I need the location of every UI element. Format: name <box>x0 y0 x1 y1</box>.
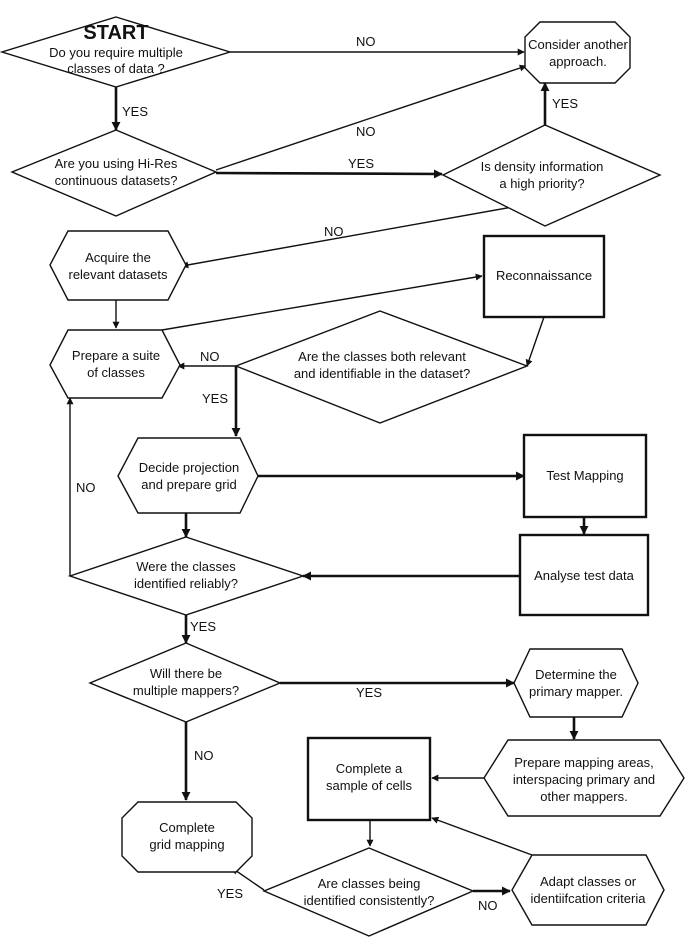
reliable-decision: Were the classes identified reliably? <box>67 536 306 616</box>
areas-line-1: Prepare mapping areas, <box>514 755 653 770</box>
acquire-line-2: relevant datasets <box>68 267 168 282</box>
density-line-2: a high priority? <box>499 176 584 191</box>
label-hires-yes: YES <box>348 156 374 171</box>
label-relevant-no: NO <box>200 349 220 364</box>
analyse-label: Analyse test data <box>534 568 634 583</box>
start-line-1: Do you require multiple <box>49 45 183 60</box>
grid-node: Complete grid mapping <box>121 801 253 873</box>
multiple-decision: Will there be multiple mappers? <box>88 642 282 723</box>
hires-line-1: Are you using Hi-Res <box>55 156 178 171</box>
relevant-line-2: and identifiable in the dataset? <box>294 366 470 381</box>
adapt-node: Adapt classes or identiifcation criteria <box>511 854 665 926</box>
grid-line-2: grid mapping <box>149 837 224 852</box>
areas-line-2: interspacing primary and <box>513 772 655 787</box>
recon-node: Reconnaissance <box>482 234 606 319</box>
sample-line-2: sample of cells <box>326 778 412 793</box>
edge-hires-to-density <box>215 169 443 179</box>
projection-line-1: Decide projection <box>139 460 239 475</box>
nodes: START Do you require multiple classes of… <box>0 16 685 937</box>
primary-node: Determine the primary mapper. <box>513 648 639 718</box>
label-multiple-yes: YES <box>356 685 382 700</box>
label-start-no: NO <box>356 34 376 49</box>
start-line-2: classes of data ? <box>67 61 165 76</box>
label-relevant-yes: YES <box>202 391 228 406</box>
adapt-line-2: identiifcation criteria <box>531 891 647 906</box>
multiple-line-2: multiple mappers? <box>133 683 239 698</box>
label-reliable-yes: YES <box>190 619 216 634</box>
edge-labels: NO YES NO YES NO YES NO YES NO YES YES N… <box>76 34 578 913</box>
label-multiple-no: NO <box>194 748 214 763</box>
edge-density-to-acquire <box>181 200 547 269</box>
density-decision: Is density information a high priority? <box>441 124 662 227</box>
start-decision: START Do you require multiple classes of… <box>0 16 233 88</box>
edge-adapt-to-sample <box>431 816 533 856</box>
edge-suite-to-recon <box>161 273 483 331</box>
edge-consistent-to-grid <box>231 867 265 891</box>
projection-node: Decide projection and prepare grid <box>117 437 259 514</box>
suite-line-2: of classes <box>87 365 145 380</box>
label-density-no: NO <box>324 224 344 239</box>
consistent-decision: Are classes being identified consistentl… <box>262 847 475 937</box>
sample-line-1: Complete a <box>336 761 403 776</box>
testmap-node: Test Mapping <box>522 433 648 519</box>
consider-node: Consider another approach. <box>524 21 631 84</box>
sample-node: Complete a sample of cells <box>306 736 432 822</box>
acquire-line-1: Acquire the <box>85 250 151 265</box>
grid-line-1: Complete <box>159 820 215 835</box>
acquire-node: Acquire the relevant datasets <box>49 230 187 301</box>
label-reliable-no: NO <box>76 480 96 495</box>
start-title: START <box>83 22 148 44</box>
edge-hires-to-consider <box>215 64 527 171</box>
label-consistent-yes: YES <box>217 886 243 901</box>
reliable-line-1: Were the classes <box>136 559 236 574</box>
areas-line-3: other mappers. <box>540 789 627 804</box>
relevant-line-1: Are the classes both relevant <box>298 349 466 364</box>
consistent-line-2: identified consistently? <box>304 893 435 908</box>
consistent-line-1: Are classes being <box>318 876 421 891</box>
suite-line-1: Prepare a suite <box>72 348 160 363</box>
multiple-line-1: Will there be <box>150 666 222 681</box>
consider-line-1: Consider another <box>528 37 628 52</box>
edge-recon-to-relevant <box>525 316 545 367</box>
label-start-yes: YES <box>122 104 148 119</box>
relevant-decision: Are the classes both relevant and identi… <box>234 310 529 424</box>
label-consistent-no: NO <box>478 898 498 913</box>
hires-line-2: continuous datasets? <box>55 173 178 188</box>
primary-line-1: Determine the <box>535 667 617 682</box>
density-line-1: Is density information <box>481 159 604 174</box>
analyse-node: Analyse test data <box>518 533 650 617</box>
hires-decision: Are you using Hi-Res continuous datasets… <box>10 129 218 217</box>
consider-line-2: approach. <box>549 54 607 69</box>
edges <box>66 48 589 896</box>
reliable-line-2: identified reliably? <box>134 576 238 591</box>
adapt-line-1: Adapt classes or <box>540 874 637 889</box>
testmap-label: Test Mapping <box>546 468 623 483</box>
label-hires-no: NO <box>356 124 376 139</box>
suite-node: Prepare a suite of classes <box>49 329 181 399</box>
recon-label: Reconnaissance <box>496 268 592 283</box>
primary-line-2: primary mapper. <box>529 684 623 699</box>
projection-line-2: and prepare grid <box>141 477 236 492</box>
areas-node: Prepare mapping areas, interspacing prim… <box>483 739 685 817</box>
label-density-yes: YES <box>552 96 578 111</box>
